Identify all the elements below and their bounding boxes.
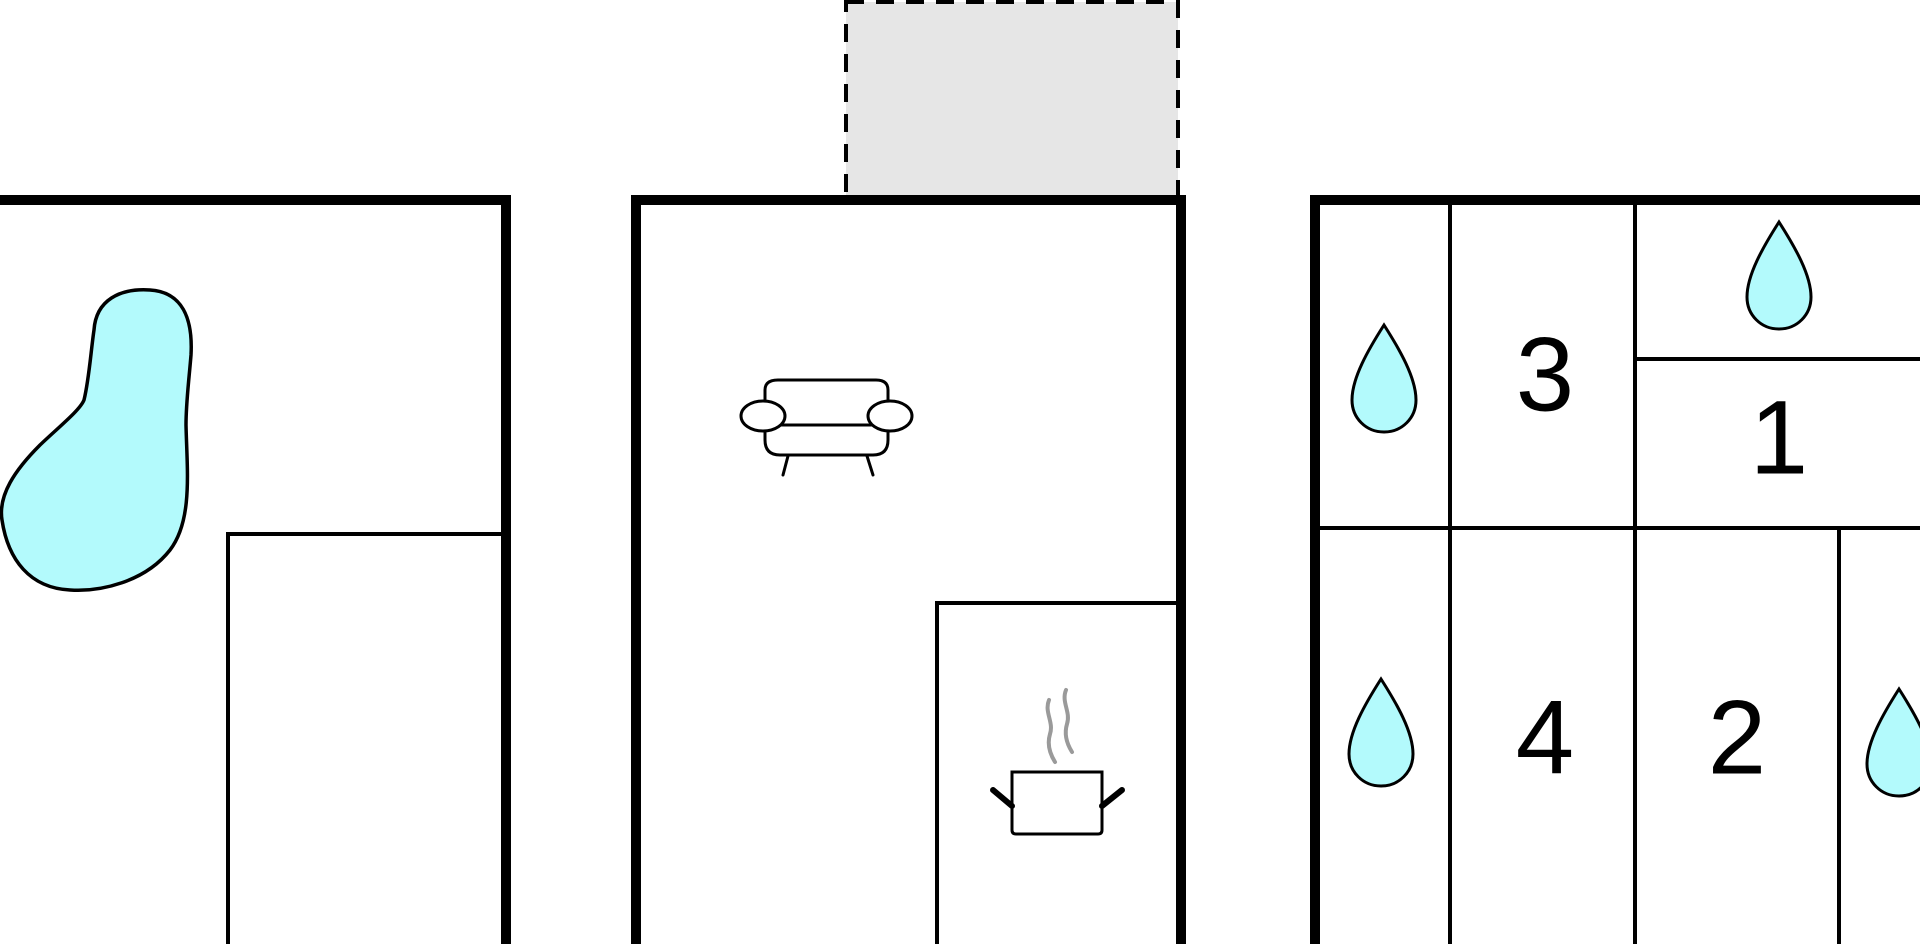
room-dividers (1320, 200, 1920, 944)
water-drop-icon (1347, 676, 1415, 788)
sofa-icon (739, 378, 914, 477)
building-right-outline (1310, 195, 1920, 944)
building-right: 3 1 4 2 (1310, 195, 1920, 944)
kitchen-room (935, 601, 1176, 944)
pool-icon (0, 288, 193, 592)
water-drop-icon (1745, 219, 1813, 331)
room-number-4: 4 (1516, 680, 1574, 797)
room-number-1: 1 (1750, 380, 1808, 497)
cooking-pot-icon (990, 688, 1125, 836)
water-drop-icon (1865, 686, 1920, 798)
building-left (0, 195, 511, 944)
room-number-3: 3 (1516, 317, 1574, 434)
room-number-2: 2 (1708, 680, 1766, 797)
building-left-inner-room (226, 532, 501, 944)
water-drop-icon (1350, 322, 1418, 434)
terrace-area (844, 0, 1180, 202)
building-middle (631, 195, 1186, 944)
